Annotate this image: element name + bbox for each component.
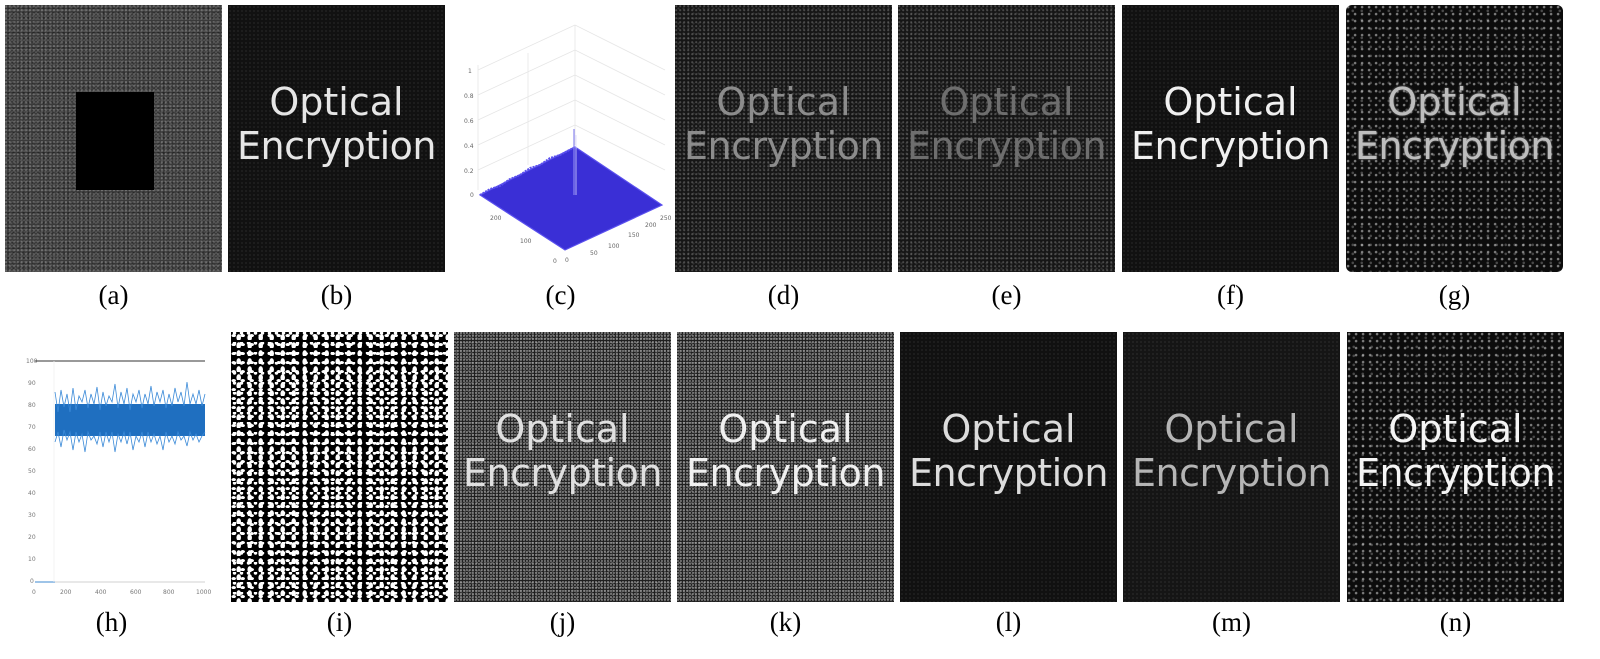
svg-text:10: 10 bbox=[28, 556, 36, 563]
svg-text:80: 80 bbox=[28, 402, 36, 409]
svg-text:200: 200 bbox=[490, 215, 502, 222]
panel-c-surface-plot: 1 0.8 0.6 0.4 0.2 0 200 100 0 0 50 100 1… bbox=[450, 5, 672, 272]
panel-k-image: Optical Encryption bbox=[677, 332, 894, 602]
svg-text:0: 0 bbox=[32, 589, 36, 596]
caption-c: (c) bbox=[545, 280, 576, 310]
svg-text:50: 50 bbox=[590, 250, 598, 257]
svg-text:70: 70 bbox=[28, 424, 36, 431]
svg-text:0.8: 0.8 bbox=[464, 93, 474, 100]
caption-b: (b) bbox=[320, 280, 353, 310]
svg-text:400: 400 bbox=[95, 589, 107, 596]
svg-text:600: 600 bbox=[130, 589, 142, 596]
caption-a: (a) bbox=[98, 280, 129, 310]
panel-b-image: Optical Encryption bbox=[228, 5, 445, 272]
optical-encryption-text: Optical Encryption bbox=[236, 80, 437, 168]
panel-m-image: Optical Encryption bbox=[1123, 332, 1340, 602]
panel-j-image: Optical Encryption bbox=[454, 332, 671, 602]
svg-text:200: 200 bbox=[645, 222, 657, 229]
svg-text:0: 0 bbox=[553, 258, 557, 265]
optical-encryption-text: Optical Encryption bbox=[1354, 80, 1555, 168]
svg-text:90: 90 bbox=[28, 380, 36, 387]
caption-m: (m) bbox=[1212, 607, 1251, 637]
svg-text:0.6: 0.6 bbox=[464, 118, 474, 125]
optical-encryption-text: Optical Encryption bbox=[906, 80, 1107, 168]
optical-encryption-text: Optical Encryption bbox=[908, 407, 1109, 495]
svg-text:800: 800 bbox=[163, 589, 175, 596]
svg-text:0: 0 bbox=[470, 192, 474, 199]
optical-encryption-text: Optical Encryption bbox=[685, 407, 886, 495]
optical-encryption-text: Optical Encryption bbox=[683, 80, 884, 168]
panel-g-image: Optical Encryption bbox=[1346, 5, 1563, 272]
svg-text:1000: 1000 bbox=[196, 589, 211, 596]
panel-a-image bbox=[5, 5, 222, 272]
caption-f: (f) bbox=[1217, 280, 1244, 310]
svg-text:60: 60 bbox=[28, 446, 36, 453]
panel-f-image: Optical Encryption bbox=[1122, 5, 1339, 272]
panel-h-line-plot: 100 90 80 70 60 50 40 30 20 10 0 0 200 4… bbox=[0, 332, 222, 602]
panel-l-image: Optical Encryption bbox=[900, 332, 1117, 602]
caption-j: (j) bbox=[549, 607, 576, 637]
caption-h: (h) bbox=[95, 607, 128, 637]
svg-text:40: 40 bbox=[28, 490, 36, 497]
optical-encryption-text: Optical Encryption bbox=[1130, 80, 1331, 168]
svg-text:0: 0 bbox=[30, 578, 34, 585]
svg-text:100: 100 bbox=[608, 243, 620, 250]
caption-d: (d) bbox=[767, 280, 800, 310]
surface-floor bbox=[478, 146, 664, 251]
panel-e-image: Optical Encryption bbox=[898, 5, 1115, 272]
caption-k: (k) bbox=[769, 607, 802, 637]
caption-n: (n) bbox=[1439, 607, 1472, 637]
panel-i-image bbox=[231, 332, 448, 602]
panel-n-image: Optical Encryption bbox=[1347, 332, 1564, 602]
svg-text:50: 50 bbox=[28, 468, 36, 475]
svg-text:0.2: 0.2 bbox=[464, 168, 474, 175]
svg-text:20: 20 bbox=[28, 534, 36, 541]
svg-text:0.4: 0.4 bbox=[464, 143, 474, 150]
svg-text:1: 1 bbox=[468, 68, 472, 75]
line-plot-svg: 100 90 80 70 60 50 40 30 20 10 0 0 200 4… bbox=[26, 358, 211, 596]
caption-i: (i) bbox=[326, 607, 353, 637]
panel-d-image: Optical Encryption bbox=[675, 5, 892, 272]
optical-encryption-text: Optical Encryption bbox=[1355, 407, 1556, 495]
occlusion-block bbox=[76, 92, 154, 190]
svg-text:30: 30 bbox=[28, 512, 36, 519]
svg-text:100: 100 bbox=[520, 238, 532, 245]
optical-encryption-text: Optical Encryption bbox=[462, 407, 663, 495]
svg-text:150: 150 bbox=[628, 232, 640, 239]
svg-text:0: 0 bbox=[565, 257, 569, 264]
caption-e: (e) bbox=[991, 280, 1022, 310]
optical-encryption-text: Optical Encryption bbox=[1131, 407, 1332, 495]
svg-text:250: 250 bbox=[660, 215, 672, 222]
surface-plot-svg: 1 0.8 0.6 0.4 0.2 0 200 100 0 0 50 100 1… bbox=[464, 24, 672, 265]
svg-text:100: 100 bbox=[26, 358, 38, 365]
caption-g: (g) bbox=[1438, 280, 1471, 310]
caption-l: (l) bbox=[995, 607, 1022, 637]
svg-text:200: 200 bbox=[60, 589, 72, 596]
